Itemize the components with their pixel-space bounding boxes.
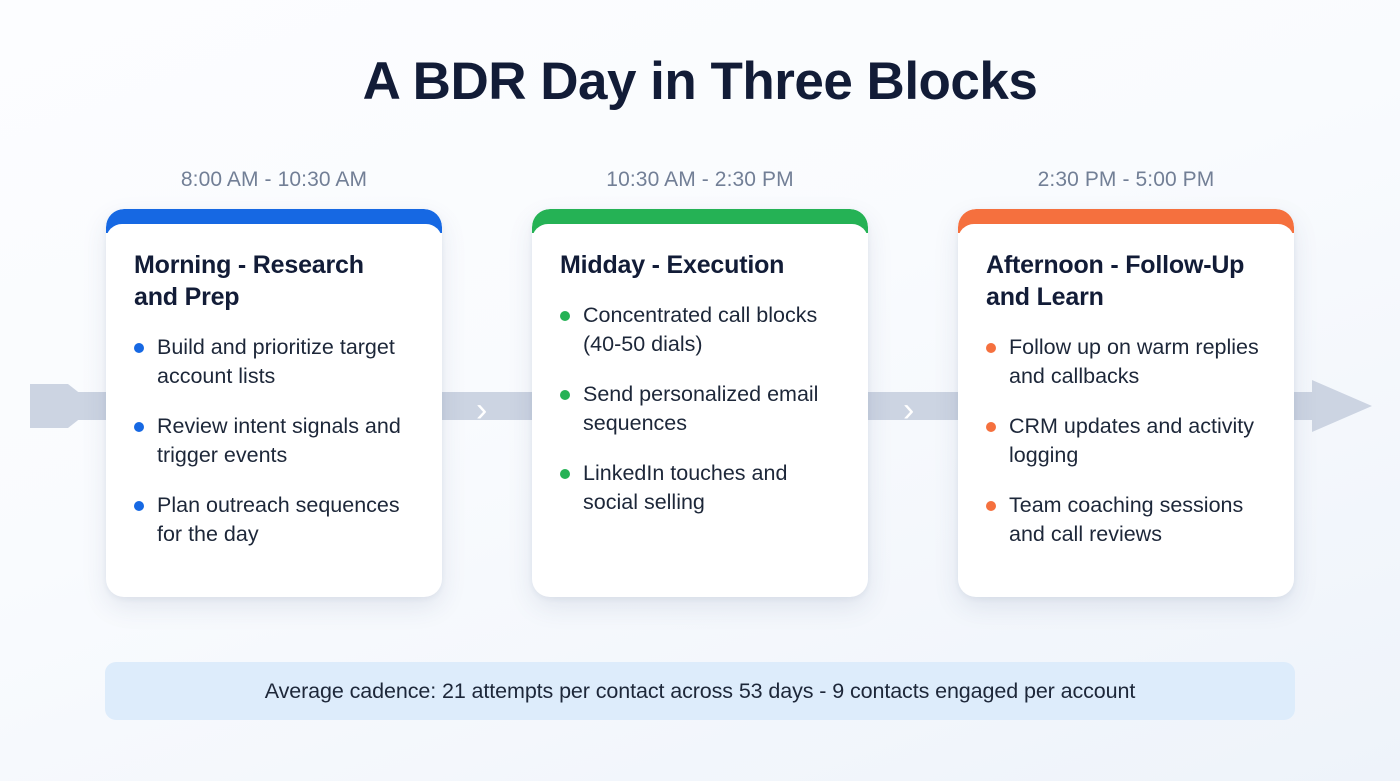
bullet-list-morning: Build and prioritize target account list… [134,333,414,549]
card-afternoon[interactable]: Afternoon - Follow-Up and Learn Follow u… [958,209,1294,597]
bullet-text: Review intent signals and trigger events [157,414,401,467]
timeline-column-afternoon: 2:30 PM - 5:00 PM Afternoon - Follow-Up … [958,168,1294,597]
bullet-dot-icon [986,343,996,353]
bullet-text: LinkedIn touches and social selling [583,461,788,514]
list-item: Team coaching sessions and call reviews [986,491,1266,548]
bullet-text: Team coaching sessions and call reviews [1009,493,1244,546]
bullet-text: Follow up on warm replies and callbacks [1009,335,1259,388]
list-item: Plan outreach sequences for the day [134,491,414,548]
bullet-list-midday: Concentrated call blocks (40-50 dials) S… [560,301,840,517]
bullet-text: Plan outreach sequences for the day [157,493,400,546]
card-morning[interactable]: Morning - Research and Prep Build and pr… [106,209,442,597]
time-label-afternoon: 2:30 PM - 5:00 PM [1037,168,1215,191]
card-midday[interactable]: Midday - Execution Concentrated call blo… [532,209,868,597]
bullet-dot-icon [560,390,570,401]
page-title: A BDR Day in Three Blocks [362,52,1038,111]
timeline-column-morning: 8:00 AM - 10:30 AM Morning - Research an… [106,168,442,597]
bullet-dot-icon [986,501,996,512]
bullet-dot-icon [560,469,570,480]
bullet-list-afternoon: Follow up on warm replies and callbacks … [986,333,1266,549]
card-title-midday: Midday - Execution [560,251,785,279]
bullet-dot-icon [134,501,144,512]
bullet-text: Send personalized email sequences [583,382,819,435]
card-title-afternoon: Afternoon - Follow-Up and Learn [986,251,1245,311]
bullet-dot-icon [560,311,570,321]
bullet-dot-icon [134,343,144,353]
summary-banner-text: Average cadence: 21 attempts per contact… [264,678,1136,703]
list-item: Follow up on warm replies and callbacks [986,333,1266,390]
bullet-text: CRM updates and activity logging [1009,414,1254,467]
card-accent-bar-morning [106,209,442,248]
list-item: CRM updates and activity logging [986,412,1266,469]
timeline-columns: 8:00 AM - 10:30 AM Morning - Research an… [0,168,1400,597]
list-item: LinkedIn touches and social selling [560,459,840,516]
list-item: Concentrated call blocks (40-50 dials) [560,301,840,358]
bullet-text: Concentrated call blocks (40-50 dials) [583,303,818,356]
time-label-morning: 8:00 AM - 10:30 AM [180,168,368,191]
list-item: Build and prioritize target account list… [134,333,414,390]
flow-chevron-icon-2: › [903,391,915,429]
card-accent-bar-midday [532,209,868,248]
bullet-dot-icon [986,422,996,433]
time-label-midday: 10:30 AM - 2:30 PM [606,168,794,191]
timeline-column-midday: 10:30 AM - 2:30 PM Midday - Execution Co… [532,168,868,597]
flow-chevron-icon-1: › [476,391,488,429]
list-item: Review intent signals and trigger events [134,412,414,469]
card-title-morning: Morning - Research and Prep [134,251,364,311]
bullet-text: Build and prioritize target account list… [157,335,395,388]
summary-banner: Average cadence: 21 attempts per contact… [105,662,1295,720]
bullet-dot-icon [134,422,144,433]
list-item: Send personalized email sequences [560,380,840,437]
card-accent-bar-afternoon [958,209,1294,248]
